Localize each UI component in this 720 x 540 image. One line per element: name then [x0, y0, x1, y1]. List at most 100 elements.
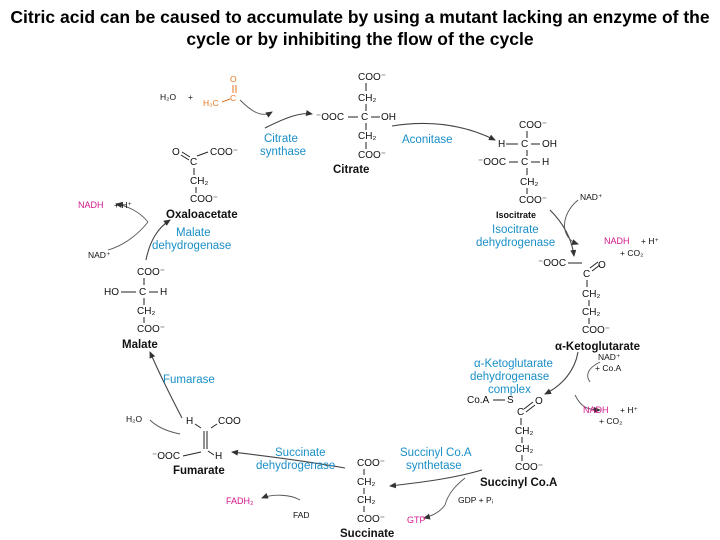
- svg-text:COO⁻: COO⁻: [190, 194, 218, 205]
- plus-sign: +: [188, 92, 193, 102]
- isocitrate-dehydrogenase-label-2: dehydrogenase: [476, 237, 555, 249]
- svg-text:S: S: [507, 395, 514, 406]
- fadh2-label: FADH₂: [226, 496, 254, 506]
- fumarase-label: Fumarase: [163, 374, 215, 386]
- title-line-1: Citric acid can be caused to accumulate …: [10, 7, 710, 27]
- akg-dehydrogenase-label-2: dehydrogenase: [470, 371, 549, 383]
- nad-mdh-label: NAD⁺: [88, 250, 111, 260]
- aconitase-label: Aconitase: [402, 134, 453, 146]
- water-fumarase-label: H₂O: [126, 414, 142, 424]
- slide-title: Citric acid can be caused to accumulate …: [0, 6, 720, 50]
- svg-text:C: C: [190, 157, 197, 168]
- citrate-structure: COO⁻ CH₂ ⁻OOC C OH CH₂ COO⁻ Citrate: [316, 72, 396, 176]
- isocitrate-dehydrogenase-label-1: Isocitrate: [492, 224, 539, 236]
- malate-dehydrogenase-label-2: dehydrogenase: [152, 240, 231, 252]
- citrate-synthase-label-2: synthase: [260, 146, 306, 158]
- alpha-ketoglutarate-label: α-Ketoglutarate: [555, 341, 640, 353]
- svg-text:H: H: [542, 157, 549, 168]
- svg-text:H: H: [215, 451, 222, 462]
- svg-text:COO⁻: COO⁻: [519, 120, 547, 131]
- svg-text:CH₂: CH₂: [582, 307, 600, 318]
- title-line-2: cycle or by inhibiting the flow of the c…: [186, 29, 534, 49]
- svg-text:O: O: [230, 74, 237, 84]
- svg-text:CH₂: CH₂: [137, 306, 155, 317]
- nadh-icdh-label: NADH: [604, 236, 630, 246]
- svg-text:CH₂: CH₂: [515, 426, 533, 437]
- citrate-label: Citrate: [333, 164, 369, 176]
- svg-text:H: H: [498, 139, 505, 150]
- nad-akg-label: NAD⁺: [598, 352, 621, 362]
- svg-text:CH₂: CH₂: [358, 131, 376, 142]
- succinate-dehydrogenase-label-2: dehydrogenase: [256, 460, 335, 472]
- cofactor-arrows: [107, 199, 601, 520]
- svg-text:CH₂: CH₂: [515, 444, 533, 455]
- acetyl-coa-input: H₂O + O C H₃C: [160, 74, 273, 118]
- isocitrate-structure: COO⁻ H C OH ⁻OOC C H CH₂ COO⁻ Isocitrate: [478, 120, 557, 220]
- svg-text:O: O: [535, 396, 543, 407]
- svg-text:⁻OOC: ⁻OOC: [152, 451, 180, 462]
- akg-dehydrogenase-label-1: α-Ketoglutarate: [474, 358, 553, 370]
- svg-text:OH: OH: [381, 112, 396, 123]
- cycle-arrows: [145, 110, 579, 489]
- coa-akg-label: + Co.A: [595, 363, 622, 373]
- co2-icdh-label: + CO₂: [620, 248, 643, 258]
- svg-text:COO⁻: COO⁻: [137, 267, 165, 278]
- gdp-pi-label: GDP + Pᵢ: [458, 495, 493, 505]
- svg-text:O: O: [598, 260, 606, 271]
- svg-text:CH₂: CH₂: [190, 176, 208, 187]
- svg-text:C: C: [521, 139, 528, 150]
- svg-text:CH₂: CH₂: [358, 93, 376, 104]
- svg-text:COO⁻: COO⁻: [515, 462, 543, 473]
- svg-text:CH₂: CH₂: [520, 177, 538, 188]
- succinyl-coa-synthetase-label-1: Succinyl Co.A: [400, 447, 472, 459]
- isocitrate-label: Isocitrate: [496, 210, 536, 220]
- svg-text:C: C: [230, 93, 236, 103]
- succinate-structure: COO⁻ CH₂ CH₂ COO⁻ Succinate: [340, 458, 394, 540]
- svg-text:OH: OH: [542, 139, 557, 150]
- succinyl-coa-label: Succinyl Co.A: [480, 477, 557, 489]
- svg-text:H₃C: H₃C: [203, 98, 219, 108]
- svg-text:Co.A: Co.A: [467, 395, 490, 406]
- svg-text:⁻OOC: ⁻OOC: [478, 157, 506, 168]
- h-icdh-label: + H⁺: [641, 236, 659, 246]
- svg-text:H: H: [160, 287, 167, 298]
- succinate-dehydrogenase-label-1: Succinate: [275, 447, 326, 459]
- svg-text:COO⁻: COO⁻: [582, 325, 610, 336]
- svg-text:COO⁻: COO⁻: [137, 324, 165, 335]
- succinyl-coa-structure: Co.A S O C CH₂ CH₂ COO⁻ Succinyl Co.A: [467, 395, 557, 489]
- svg-text:C: C: [583, 269, 590, 280]
- malate-dehydrogenase-label-1: Malate: [176, 227, 211, 239]
- water-top-label: H₂O: [160, 92, 176, 102]
- svg-text:HO: HO: [104, 287, 119, 298]
- malate-label: Malate: [122, 339, 158, 351]
- nad-icdh-label: NAD⁺: [580, 192, 603, 202]
- h-mdh-label: + H⁺: [114, 200, 132, 210]
- svg-text:CH₂: CH₂: [582, 289, 600, 300]
- oxaloacetate-label: Oxaloacetate: [166, 209, 238, 221]
- nadh-mdh-label: NADH: [78, 200, 104, 210]
- svg-text:COO⁻: COO⁻: [357, 458, 385, 469]
- alpha-ketoglutarate-structure: ⁻OOC O C CH₂ CH₂ COO⁻ α-Ketoglutarate: [538, 258, 640, 353]
- svg-text:COO⁻: COO⁻: [519, 195, 547, 206]
- svg-text:CH₂: CH₂: [357, 495, 375, 506]
- succinate-label: Succinate: [340, 528, 394, 540]
- co2-akg-label: + CO₂: [599, 416, 622, 426]
- fumarate-structure: H COO ⁻OOC H Fumarate: [152, 416, 241, 477]
- malate-structure: COO⁻ HO C H CH₂ COO⁻ Malate: [104, 267, 167, 351]
- svg-text:C: C: [517, 407, 524, 418]
- svg-text:CH₂: CH₂: [357, 477, 375, 488]
- svg-text:COO⁻: COO⁻: [357, 514, 385, 525]
- svg-text:C: C: [139, 287, 146, 298]
- fad-label: FAD: [293, 510, 310, 520]
- svg-text:C: C: [521, 157, 528, 168]
- svg-text:COO⁻: COO⁻: [358, 72, 386, 83]
- svg-text:⁻OOC: ⁻OOC: [316, 112, 344, 123]
- akg-dehydrogenase-label-3: complex: [488, 384, 531, 396]
- citrate-synthase-label-1: Citrate: [264, 133, 298, 145]
- oxaloacetate-structure: O COO⁻ C CH₂ COO⁻ Oxaloacetate: [166, 147, 238, 221]
- svg-text:C: C: [361, 112, 368, 123]
- svg-text:COO⁻: COO⁻: [358, 150, 386, 161]
- svg-text:O: O: [172, 147, 180, 158]
- cofactor-labels: NAD⁺ NADH + H⁺ + CO₂ NAD⁺ + Co.A NADH + …: [78, 192, 659, 525]
